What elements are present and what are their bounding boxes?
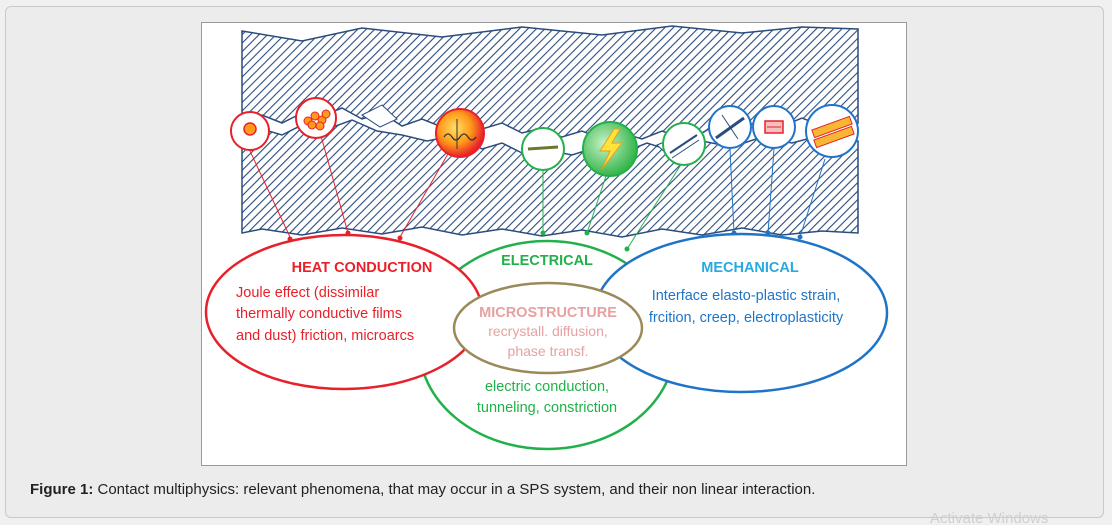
mechanical-text-line: frcition, creep, electroplasticity <box>649 310 844 326</box>
microstructure-title: MICROSTRUCTURE <box>479 305 617 321</box>
electrical-text-line: electric conduction, <box>485 379 609 395</box>
microstructure-text-line: phase transf. <box>508 343 589 359</box>
heat-text-line: Joule effect (dissimilar <box>236 285 379 301</box>
microstructure-ellipse <box>452 281 644 375</box>
strain-contact-icon <box>708 105 752 149</box>
heat-spot-icon <box>230 111 270 151</box>
caption-text: Contact multiphysics: relevant phenomena… <box>93 481 816 498</box>
microarc-icon <box>435 108 485 158</box>
connector-dot <box>624 246 630 252</box>
upper-body <box>241 25 859 140</box>
heat-particles-icon <box>295 97 337 139</box>
asperity-gap <box>361 104 398 128</box>
caption-label: Figure 1: <box>30 481 94 498</box>
connector-dot <box>540 230 546 236</box>
connector-dot <box>584 230 590 236</box>
heat-conduction-title: HEAT CONDUCTION <box>292 260 433 276</box>
heat-text-line: thermally conductive films <box>236 306 402 322</box>
mechanical-title: MECHANICAL <box>701 260 799 276</box>
connector-dot <box>397 235 403 241</box>
connector-line <box>586 172 608 234</box>
activation-watermark: Activate Windows <box>930 512 1049 525</box>
creep-contact-icon <box>752 105 796 149</box>
electrical-text-line: tunneling, constriction <box>477 400 617 416</box>
heat-text-line: and dust) friction, microarcs <box>236 328 414 344</box>
electroplasticity-contact-icon <box>805 104 859 158</box>
tunneling-contact-icon <box>662 122 706 166</box>
connector-line <box>729 148 735 234</box>
figure-caption: Figure 1: Contact multiphysics: relevant… <box>30 481 815 498</box>
electrical-title: ELECTRICAL <box>501 253 593 269</box>
figure-frame: HEAT CONDUCTION Joule effect (dissimilar… <box>201 22 907 466</box>
microstructure-text-line: recrystall. diffusion, <box>488 323 608 339</box>
conduction-contact-icon <box>521 127 565 171</box>
connector-line <box>626 162 683 250</box>
mechanical-text-line: Interface elasto-plastic strain, <box>652 288 841 304</box>
contact-multiphysics-diagram: HEAT CONDUCTION Joule effect (dissimilar… <box>204 25 889 451</box>
lightning-icon <box>582 121 638 177</box>
connector-line <box>767 148 775 234</box>
connector-line <box>799 158 826 238</box>
connector-dot <box>797 234 803 240</box>
connector-line <box>249 150 291 238</box>
